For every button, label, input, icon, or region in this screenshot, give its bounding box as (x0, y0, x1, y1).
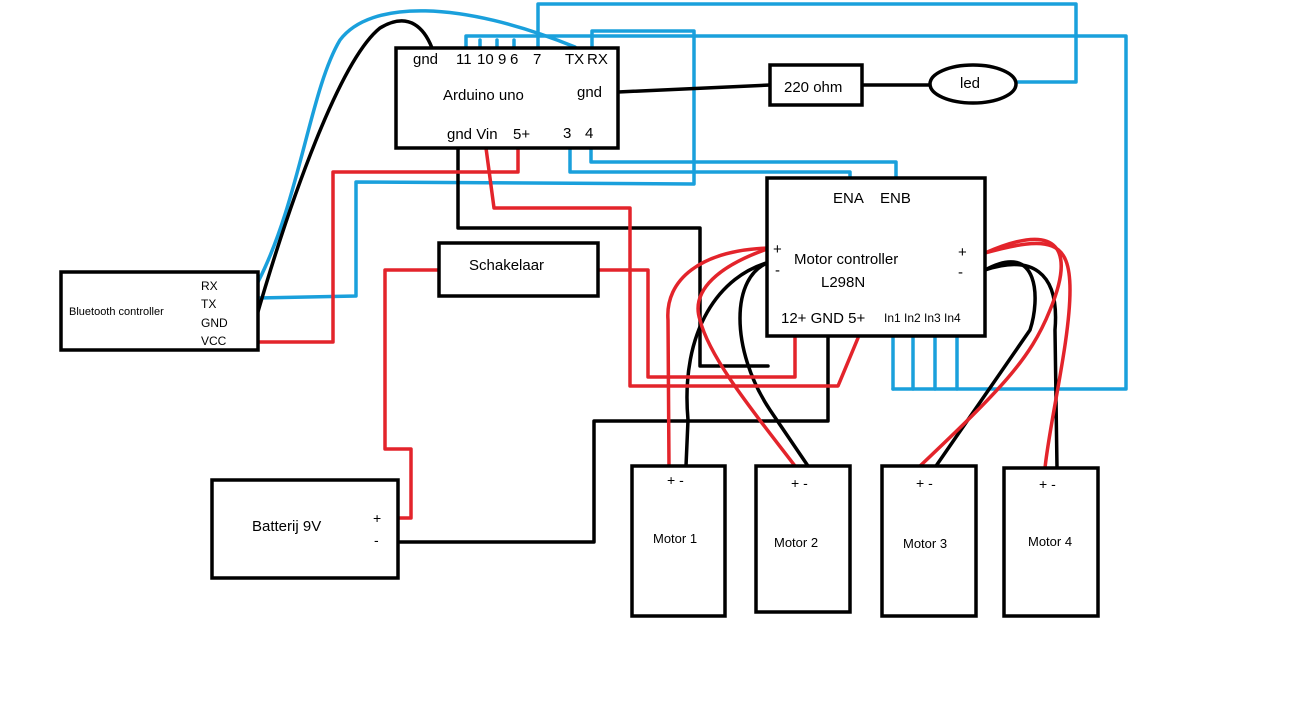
arduino-pin-gnd-right: gnd (577, 84, 602, 101)
led: led (928, 63, 1018, 105)
motor-4-label: Motor 4 (1028, 534, 1072, 549)
motor-controller-title: Motor controller (794, 251, 898, 268)
bluetooth-pin-tx: TX (201, 297, 216, 311)
wire-bt-gnd-to-arduino-gnd (253, 19, 434, 324)
battery-plus: + (373, 510, 381, 526)
motor-controller-right-plus: + (958, 244, 967, 261)
wire-motor1-minus (684, 260, 772, 468)
bluetooth-outline (59, 270, 260, 352)
arduino-pin-10: 10 (477, 51, 494, 68)
wire-bt-rx-to-arduino-tx (256, 9, 577, 284)
wire-pin11-bus (464, 34, 1128, 391)
switch: Schakelaar (437, 241, 600, 298)
arduino-title: Arduino uno (443, 87, 524, 104)
wire-arduino-gnd-to-resistor (616, 83, 772, 94)
arduino-pin-tx: TX (565, 51, 584, 68)
wire-motor4-minus (983, 262, 1059, 470)
wire-motor2-plus (696, 246, 797, 468)
motor-controller-outline (765, 176, 987, 338)
bluetooth-controller: Bluetooth controller RX TX GND VCC (59, 270, 260, 352)
motor-1: + - Motor 1 (630, 464, 727, 618)
arduino-pin-6: 6 (510, 51, 518, 68)
wire-motor3-plus (918, 237, 1063, 468)
motor-4-terminals: + - (1039, 476, 1056, 492)
motor-4: + - Motor 4 (1002, 466, 1100, 618)
motor-controller: ENA ENB + - + - Motor controller L298N 1… (765, 176, 987, 338)
motor-3-label: Motor 3 (903, 536, 947, 551)
wires (253, 2, 1128, 544)
resistor: 220 ohm (768, 63, 864, 107)
motor-3-terminals: + - (916, 475, 933, 491)
motor-controller-power-pins: 12+ GND 5+ (781, 310, 865, 327)
bluetooth-pin-gnd: GND (201, 316, 228, 330)
motor-3: + - Motor 3 (880, 464, 978, 618)
resistor-outline (768, 63, 864, 107)
arduino-pin-rx: RX (587, 51, 608, 68)
motor-2-outline (754, 464, 852, 614)
motor-2-terminals: + - (791, 475, 808, 491)
motor-1-label: Motor 1 (653, 531, 697, 546)
resistor-label: 220 ohm (784, 79, 842, 96)
wire-arduino-vin-to-driver-5v (484, 146, 860, 388)
battery: Batterij 9V + - (210, 478, 400, 580)
bluetooth-pin-vcc: VCC (201, 334, 227, 348)
wire-pin7-to-led (536, 2, 1078, 84)
arduino-pin-gnd-top: gnd (413, 51, 438, 68)
arduino-pin-3: 3 (563, 125, 571, 142)
arduino-pin-7: 7 (533, 51, 541, 68)
led-label: led (960, 75, 980, 92)
bluetooth-pin-rx: RX (201, 279, 218, 293)
motor-controller-left-plus: + (773, 241, 782, 258)
arduino-board: gnd 11 10 9 6 7 TX RX Arduino uno gnd gn… (394, 46, 620, 150)
switch-label: Schakelaar (469, 257, 544, 274)
motor-2-label: Motor 2 (774, 535, 818, 550)
wire-bt-vcc-to-arduino-5v (256, 146, 520, 344)
motor-2: + - Motor 2 (754, 464, 852, 614)
wire-motor2-minus (738, 260, 810, 468)
motor-1-outline (630, 464, 727, 618)
motor-controller-right-minus: - (958, 264, 963, 281)
arduino-pin-11: 11 (456, 51, 472, 68)
wire-motor4-plus (983, 241, 1072, 470)
battery-outline (210, 478, 400, 580)
motor-controller-inputs: In1 In2 In3 In4 (884, 311, 961, 325)
led-outline (928, 63, 1018, 105)
motor-controller-left-minus: - (775, 262, 780, 279)
motor-1-terminals: + - (667, 472, 684, 488)
motor-controller-ena: ENA (833, 190, 864, 207)
arduino-pin-4: 4 (585, 125, 593, 142)
arduino-pin-9: 9 (498, 51, 506, 68)
wire-bt-tx-to-arduino-rx (256, 29, 696, 300)
wire-switch-to-battery-plus (383, 268, 442, 520)
bluetooth-title: Bluetooth controller (69, 306, 164, 318)
motor-3-outline (880, 464, 978, 618)
wire-battery-minus-to-driver-gnd (398, 334, 830, 544)
wire-motor1-plus (666, 246, 772, 468)
switch-outline (437, 241, 600, 298)
battery-label: Batterij 9V (252, 518, 321, 535)
wire-pin4-to-enb (589, 146, 898, 180)
motor-controller-enb: ENB (880, 190, 911, 207)
arduino-pin-gnd-vin: gnd Vin (447, 126, 498, 143)
motor-controller-model: L298N (821, 274, 865, 291)
arduino-pin-5v: 5+ (513, 126, 530, 143)
wire-motor3-minus (934, 260, 1037, 468)
wire-switch-to-driver-12v (596, 268, 797, 379)
arduino-outline (394, 46, 620, 150)
battery-minus: - (374, 532, 379, 548)
motor-4-outline (1002, 466, 1100, 618)
wire-pin3-to-ena (568, 146, 852, 180)
